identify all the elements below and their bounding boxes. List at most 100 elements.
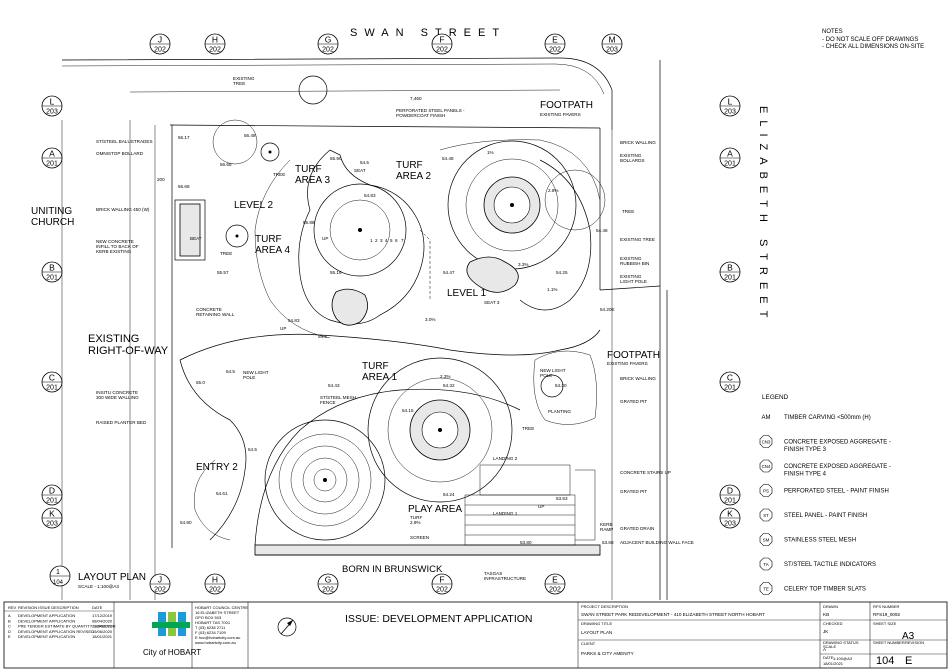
svg-text:53.80: 53.80 (520, 540, 532, 545)
svg-text:2.8%: 2.8% (548, 188, 558, 193)
svg-text:56.65: 56.65 (220, 162, 232, 167)
svg-text:NOTES: NOTES (822, 29, 843, 35)
svg-text:54.80: 54.80 (180, 520, 192, 525)
svg-text:GRATED DRAIN: GRATED DRAIN (620, 526, 654, 531)
stairs-landings (419, 229, 596, 546)
svg-text:BRICK WALLING: BRICK WALLING (620, 376, 656, 381)
legend-text: PERFORATED STEEL - PAINT FINISH (784, 489, 889, 495)
svg-text:53.53: 53.53 (556, 496, 568, 501)
svg-text:BRICK WALLING 450 (W): BRICK WALLING 450 (W) (96, 207, 150, 212)
svg-text:2: 2 (375, 238, 378, 243)
revision-rev: E (8, 634, 11, 639)
svg-text:SWAN STREET PARK REDEVELOPMENT: SWAN STREET PARK REDEVELOPMENT - 410 ELI… (581, 612, 765, 617)
council-address-line: HOBART TAS 7001 (195, 620, 231, 625)
svg-text:PLANTING: PLANTING (548, 409, 571, 414)
svg-text:REVISION: REVISION (905, 640, 924, 645)
svg-text:3.3%: 3.3% (518, 262, 528, 267)
svg-text:A: A (823, 647, 827, 652)
entry2-label: ENTRY 2 (196, 462, 238, 473)
section-marker-sheet: 202 (322, 47, 334, 54)
turf1-label: TURF (362, 361, 389, 372)
svg-text:RFS NUMBER: RFS NUMBER (873, 604, 900, 609)
legend-code-icon (759, 484, 773, 497)
legend-text: STEEL PANEL - PAINT FINISH (784, 513, 867, 519)
level1-label: LEVEL 1 (447, 288, 487, 299)
section-marker-sheet: 203 (724, 521, 736, 528)
section-marker-letter: A (727, 149, 733, 159)
council-address-line: www.hobartcity.com.au (195, 640, 236, 645)
svg-text:RAISED PLANTER BED: RAISED PLANTER BED (96, 420, 147, 425)
svg-text:2.3%: 2.3% (440, 374, 450, 379)
svg-text:CLIENT: CLIENT (581, 641, 596, 646)
svg-text:TREE: TREE (220, 251, 232, 256)
section-marker-sheet: 202 (209, 47, 221, 54)
revision-desc: DEVELOPMENT APPLICATION (18, 634, 75, 639)
notes: NOTES - DO NOT SCALE OFF DRAWINGS - CHEC… (822, 29, 924, 50)
svg-text:CONCRETE STAIRS UP: CONCRETE STAIRS UP (620, 470, 671, 475)
section-marker-sheet: 201 (46, 161, 58, 168)
svg-text:54.48: 54.48 (596, 228, 608, 233)
section-marker-letter: E (552, 35, 558, 45)
turf3-label: TURF (295, 164, 322, 175)
footpath-top-label: FOOTPATH (540, 100, 593, 111)
svg-text:LAYOUT PLAN: LAYOUT PLAN (581, 630, 612, 635)
section-marker-sheet: 202 (322, 587, 334, 594)
svg-text:54.61: 54.61 (216, 491, 228, 496)
svg-text:54.83: 54.83 (364, 193, 376, 198)
section-marker-letter: F (439, 35, 444, 45)
svg-text:55.88: 55.88 (303, 220, 315, 225)
svg-text:GRATED PIT: GRATED PIT (620, 399, 647, 404)
svg-text:DATE: DATE (823, 655, 834, 660)
revision-rev: A (8, 613, 11, 618)
svg-text:7,460: 7,460 (410, 96, 422, 101)
svg-text:18/01/2021: 18/01/2021 (823, 661, 844, 666)
section-marker-letter: H (212, 35, 218, 45)
council-address-line: E hcc@hobartcity.com.au (195, 635, 240, 640)
section-marker-letter: E (552, 575, 558, 585)
svg-text:1%: 1% (487, 150, 494, 155)
svg-text:56.68: 56.68 (178, 184, 190, 189)
svg-text:55.90: 55.90 (330, 156, 342, 161)
svg-text:UP: UP (280, 326, 286, 331)
section-marker-letter: F (439, 575, 444, 585)
revision-date: 08/04/2020 (92, 618, 113, 623)
site-boundary (61, 57, 668, 600)
issue-label: ISSUE: DEVELOPMENT APPLICATION (345, 613, 533, 625)
existing-row-label: EXISTING (88, 333, 139, 345)
svg-text:TREE: TREE (522, 426, 534, 431)
svg-text:DRAWING TITLE: DRAWING TITLE (581, 621, 612, 626)
legend-code: PS (763, 489, 769, 494)
svg-text:55.0: 55.0 (196, 380, 205, 385)
svg-text:UP: UP (322, 236, 328, 241)
svg-text:OMNISTOP BOLLARD: OMNISTOP BOLLARD (96, 151, 144, 156)
section-marker-sheet: 203 (606, 47, 618, 54)
revision-rev: D (8, 629, 11, 634)
section-marker-letter: J (158, 35, 162, 45)
svg-text:54.25: 54.25 (556, 270, 568, 275)
svg-text:54.5: 54.5 (226, 369, 235, 374)
street-label-elizabeth: ELIZABETH STREET (757, 106, 769, 324)
svg-text:DRAWING STATUS: DRAWING STATUS (823, 640, 859, 645)
svg-text:54.5: 54.5 (318, 334, 327, 339)
